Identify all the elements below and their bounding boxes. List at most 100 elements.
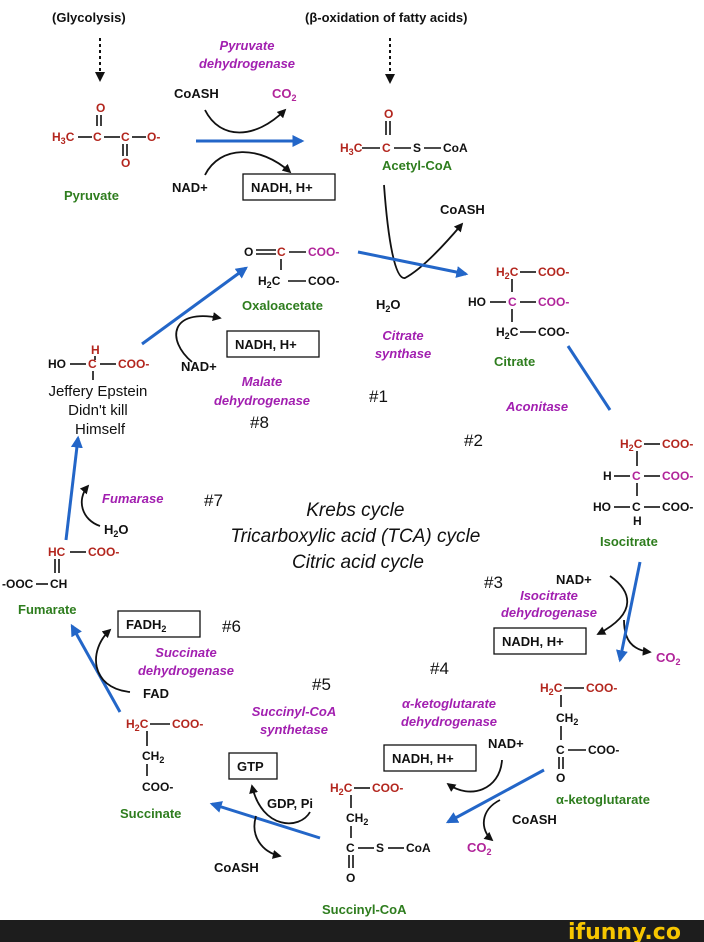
fumarase-enzyme: Fumarase [102,491,163,506]
svg-text:O: O [121,156,130,170]
mdh-nadh: NADH, H+ [235,337,297,352]
svg-text:CH2: CH2 [556,711,578,727]
svg-text:H: H [603,469,612,483]
svg-text:H2C: H2C [496,265,519,281]
scs-gdp-arrow [249,784,311,825]
step8-main-arrow [141,266,248,346]
pyruvate-structure: O H3C C C O- O [52,101,160,170]
mdh-nadh-box [226,330,320,358]
step-4: #4 [430,659,449,678]
svg-text:C: C [632,500,641,514]
svg-text:C: C [93,130,102,144]
akgdh-cofactor-arrow [446,759,503,793]
sdh-cofactor-arrow [95,628,131,693]
alpha-ketoglutarate-structure: H2C COO- CH2 C COO- O [540,681,619,785]
acetyl-coa-label: Acetyl-CoA [382,158,453,173]
svg-text:H: H [91,343,100,357]
scs-coash: CoASH [214,860,259,875]
svg-text:H2C: H2C [258,274,281,290]
idh-cofactor-arrow [596,575,629,635]
akgdh-nad: NAD+ [488,736,524,751]
scs-coash-arrow [253,815,282,859]
succinyl-coa-label: Succinyl-CoA [322,902,407,917]
akgdh-co2-arrow [483,799,501,842]
svg-text:CH2: CH2 [346,811,368,827]
svg-text:COO-: COO- [172,717,203,731]
step7-main-arrow [64,435,83,541]
oxaloacetate-structure: O C COO- H2C COO- [244,245,339,290]
svg-text:-OOC: -OOC [2,577,34,591]
svg-text:S: S [413,141,421,155]
mdh-nad: NAD+ [181,359,217,374]
pdh-coash-arrow [204,108,287,134]
fumarate-label: Fumarate [18,602,77,617]
step2-main-arrow [566,345,612,411]
sdh-fadh2: FADH2 [126,617,166,634]
svg-text:COO-: COO- [372,781,403,795]
svg-text:C: C [508,295,517,309]
citrate-synthase-coash: CoASH [440,202,485,217]
fumarase-h2o: H2O [104,522,129,539]
glycolysis-label: (Glycolysis) [52,10,126,25]
citrate-synthase-h2o: H2O [376,297,401,314]
idh-co2: CO2 [656,650,681,667]
svg-text:CoA: CoA [443,141,468,155]
svg-text:C: C [88,357,97,371]
svg-text:COO-: COO- [118,357,149,371]
svg-text:COO-: COO- [538,265,569,279]
pdh-nadh: NADH, H+ [251,180,313,195]
pdh-coash: CoASH [174,86,219,101]
step5-main-arrow [209,801,321,840]
svg-text:COO-: COO- [308,245,339,259]
step-7: #7 [204,491,223,510]
svg-text:C: C [277,245,286,259]
svg-text:O: O [96,101,105,115]
svg-text:CH: CH [50,577,67,591]
scs-gtp: GTP [237,759,264,774]
sdh-fadh2-box [117,610,201,638]
akgdh-coash: CoASH [512,812,557,827]
isocitrate-structure: H2C COO- H C COO- HO C COO- H [593,437,693,528]
step3-main-arrow [616,561,642,663]
fumarase-h2o-arrow [79,484,101,527]
step1-main-arrow [357,250,469,278]
svg-text:CoA: CoA [406,841,431,855]
svg-text:COO-: COO- [308,274,339,288]
svg-text:C: C [632,469,641,483]
svg-text:HO: HO [468,295,486,309]
step-8: #8 [250,413,269,432]
svg-text:O: O [556,771,565,785]
oxaloacetate-label: Oxaloacetate [242,298,323,313]
succinyl-coa-structure: H2C COO- CH2 C S CoA O [330,781,431,885]
svg-text:O: O [384,107,393,121]
malate-structure: H HO C COO- [48,343,149,380]
succinate-structure: H2C COO- CH2 COO- [126,717,203,794]
step-1: #1 [369,387,388,406]
svg-text:COO-: COO- [538,295,569,309]
svg-text:H3C: H3C [340,141,363,157]
scs-gtp-box [228,752,278,780]
svg-text:S: S [376,841,384,855]
svg-text:H2C: H2C [330,781,353,797]
svg-text:C: C [346,841,355,855]
citrate-structure: H2C COO- HO C COO- H2C COO- [468,265,569,341]
svg-text:COO-: COO- [88,545,119,559]
mdh-cofactor-arrow [175,312,222,363]
svg-text:HC: HC [48,545,66,559]
pdh-nadh-box [242,173,336,201]
citrate-label: Citrate [494,354,535,369]
acetyl-coa-structure: O H3C C S CoA [340,107,468,157]
alpha-ketoglutarate-label: α-ketoglutarate [556,792,650,807]
sdh-fad: FAD [143,686,169,701]
svg-text:C: C [382,141,391,155]
svg-text:H: H [633,514,642,528]
ifunny-watermark: ifunny.co [568,920,681,942]
svg-text:COO-: COO- [538,325,569,339]
svg-text:COO-: COO- [662,500,693,514]
